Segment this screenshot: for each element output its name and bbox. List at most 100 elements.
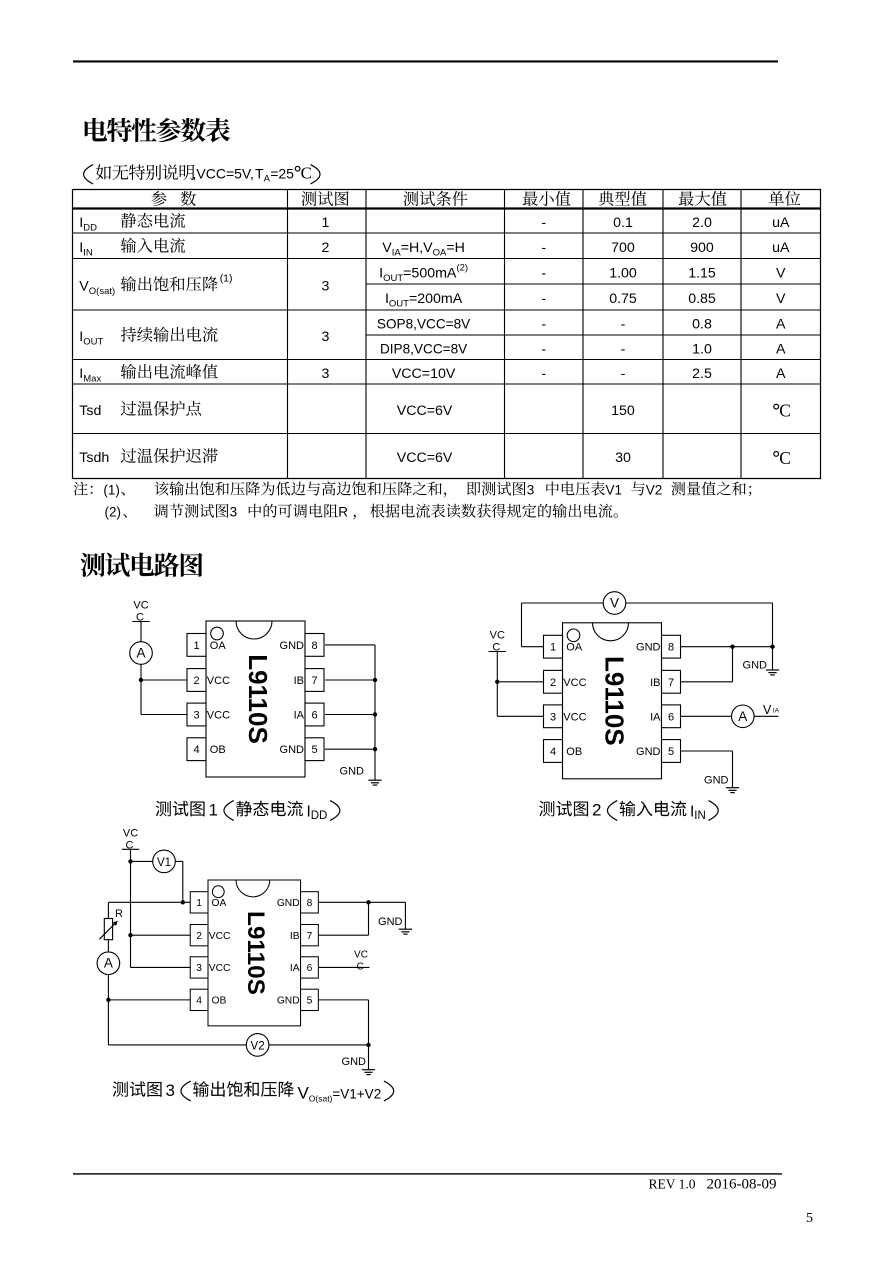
svg-text:VCC: VCC — [563, 711, 586, 723]
svg-text:IB: IB — [650, 677, 660, 689]
svg-text:-: - — [621, 341, 626, 357]
svg-text:IA: IA — [650, 711, 661, 723]
svg-text:=V1+V2: =V1+V2 — [332, 1087, 381, 1102]
svg-text:2: 2 — [196, 931, 202, 942]
svg-text:6: 6 — [311, 710, 317, 722]
svg-text:I: I — [79, 215, 83, 231]
svg-text:OUT: OUT — [389, 299, 409, 310]
svg-text:5: 5 — [806, 1211, 813, 1226]
svg-text:V: V — [610, 596, 619, 611]
svg-text:GND: GND — [342, 1056, 367, 1068]
svg-text:900: 900 — [690, 240, 714, 256]
svg-text:5: 5 — [307, 996, 313, 1007]
svg-text:(1): (1) — [220, 272, 233, 284]
svg-text:(2): (2) — [105, 505, 122, 520]
svg-text:0.85: 0.85 — [688, 291, 716, 307]
svg-text:-: - — [541, 265, 546, 281]
svg-text:C: C — [779, 401, 791, 421]
svg-text:uA: uA — [772, 215, 790, 231]
svg-text:GND: GND — [277, 898, 300, 909]
svg-text:Tsdh: Tsdh — [79, 450, 109, 466]
svg-text:8: 8 — [307, 898, 313, 909]
svg-text:C: C — [492, 642, 500, 654]
svg-text:2: 2 — [592, 801, 601, 820]
svg-text:VCC: VCC — [209, 931, 231, 942]
svg-text:=500mA: =500mA — [403, 265, 457, 281]
svg-text:2: 2 — [322, 240, 330, 256]
svg-text:IA: IA — [773, 708, 780, 715]
svg-text:I: I — [79, 366, 83, 382]
svg-text:L9110S: L9110S — [243, 654, 273, 744]
svg-text:3: 3 — [196, 963, 202, 974]
svg-text:=H: =H — [446, 240, 465, 256]
svg-text:REV 1.0: REV 1.0 — [649, 1177, 696, 1192]
svg-text:3: 3 — [193, 710, 199, 722]
svg-text:VCC: VCC — [209, 963, 231, 974]
svg-text:A: A — [264, 174, 271, 185]
svg-text:1: 1 — [550, 642, 556, 654]
svg-text:L9110S: L9110S — [242, 911, 269, 995]
svg-text:IA: IA — [290, 963, 300, 974]
svg-text:OUT: OUT — [83, 336, 103, 347]
svg-text:4: 4 — [550, 746, 556, 758]
svg-text:A: A — [738, 709, 747, 724]
svg-text:8: 8 — [668, 642, 674, 654]
svg-text:A: A — [776, 341, 786, 357]
svg-text:O(sat): O(sat) — [309, 1093, 333, 1103]
svg-text:OB: OB — [212, 996, 227, 1007]
svg-text:V: V — [776, 291, 786, 307]
svg-text:8: 8 — [311, 640, 317, 652]
svg-text:7: 7 — [668, 677, 674, 689]
svg-text:150: 150 — [611, 403, 635, 419]
svg-text:0.75: 0.75 — [609, 291, 637, 307]
svg-text:T: T — [255, 166, 264, 182]
svg-text:-: - — [541, 215, 546, 231]
svg-text:7: 7 — [307, 931, 313, 942]
svg-text:GND: GND — [280, 744, 305, 756]
svg-text:,VCC=5V,: ,VCC=5V, — [193, 166, 254, 182]
svg-text:IB: IB — [294, 675, 304, 687]
svg-text:1.15: 1.15 — [688, 265, 716, 281]
svg-text:A: A — [104, 956, 113, 971]
svg-text:VCC: VCC — [207, 710, 230, 722]
svg-text:1: 1 — [322, 215, 330, 231]
svg-text:R: R — [338, 505, 348, 520]
svg-text:VC: VC — [123, 827, 138, 839]
svg-text:OUT: OUT — [383, 273, 403, 284]
svg-text:GND: GND — [743, 660, 768, 672]
svg-text:0.1: 0.1 — [613, 215, 633, 231]
svg-text:C: C — [126, 839, 134, 851]
svg-text:A: A — [136, 646, 145, 661]
svg-text:OA: OA — [212, 898, 227, 909]
svg-text:OA: OA — [210, 640, 227, 652]
svg-text:C: C — [136, 612, 144, 624]
svg-text:IA: IA — [392, 247, 402, 258]
svg-text:I: I — [79, 240, 83, 256]
svg-text:L9110S: L9110S — [600, 656, 630, 746]
svg-text:GND: GND — [378, 916, 403, 928]
svg-text:VC: VC — [490, 630, 505, 642]
svg-text:V: V — [382, 240, 392, 256]
svg-text:A: A — [776, 366, 786, 382]
svg-text:-: - — [541, 240, 546, 256]
svg-text:4: 4 — [193, 744, 199, 756]
svg-text:OA: OA — [433, 247, 447, 258]
svg-text:DD: DD — [311, 810, 328, 822]
svg-text:0.8: 0.8 — [692, 317, 712, 333]
svg-text:5: 5 — [311, 744, 317, 756]
svg-text:I: I — [690, 803, 694, 820]
svg-text:R: R — [115, 908, 123, 920]
svg-text:2.0: 2.0 — [692, 215, 712, 231]
svg-text:3: 3 — [527, 482, 535, 497]
svg-text:6: 6 — [668, 711, 674, 723]
svg-text:uA: uA — [772, 240, 790, 256]
svg-text:C: C — [779, 448, 791, 468]
svg-text:-: - — [621, 317, 626, 333]
svg-text:V: V — [763, 703, 772, 717]
svg-text:IB: IB — [290, 931, 300, 942]
svg-text:-: - — [541, 291, 546, 307]
svg-text:1: 1 — [196, 898, 202, 909]
svg-text:1.0: 1.0 — [692, 341, 712, 357]
svg-text:O(sat): O(sat) — [89, 286, 115, 297]
svg-text:-: - — [541, 317, 546, 333]
